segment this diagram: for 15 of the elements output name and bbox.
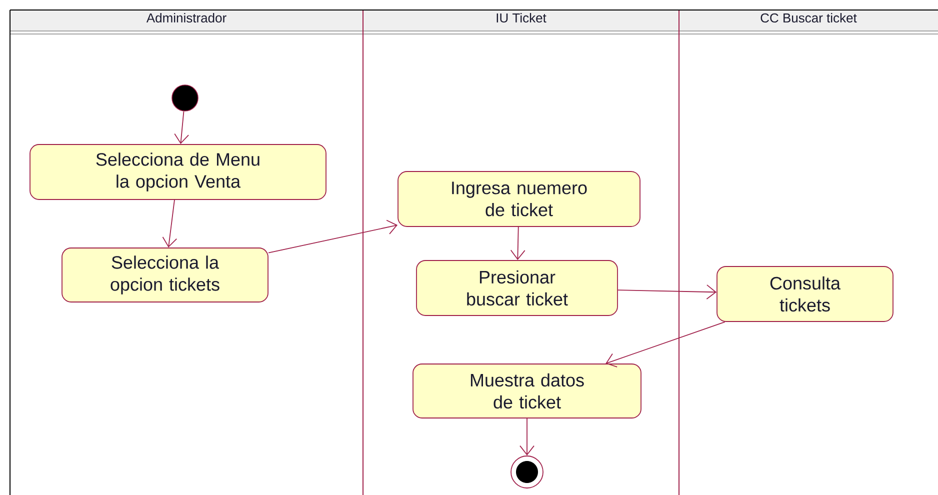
- activity-box: Consulta tickets: [716, 266, 894, 322]
- activity-box: Ingresa nuemero de ticket: [398, 171, 640, 227]
- arrow: [618, 284, 717, 300]
- arrow: [162, 200, 178, 248]
- end-node: [510, 456, 544, 488]
- start-node: [172, 84, 198, 112]
- activity-box: Muestra datos de ticket: [412, 364, 642, 418]
- arrow: [174, 110, 189, 144]
- arrow: [520, 418, 534, 456]
- activity-box: Selecciona la opcion tickets: [62, 248, 268, 302]
- arrow: [268, 220, 398, 254]
- activity-box: Selecciona de Menu la opcion Venta: [30, 144, 326, 200]
- arrow: [510, 226, 526, 260]
- arrow: [606, 322, 726, 368]
- activity-box: Presionar buscar ticket: [416, 260, 618, 316]
